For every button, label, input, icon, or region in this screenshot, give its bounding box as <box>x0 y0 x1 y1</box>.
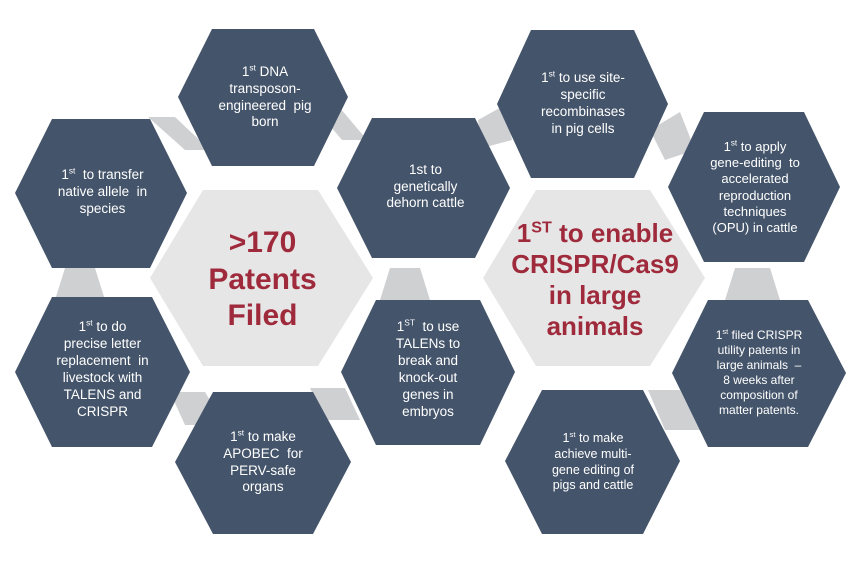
hexagon-dehorn <box>337 118 510 258</box>
hexagon-text-line: genetically <box>393 178 458 194</box>
hexagon-text-line: TALENs to <box>395 336 461 352</box>
hexagon-text-line: accelerated <box>721 171 789 187</box>
hexagon-text-line: CRISPR <box>76 403 128 419</box>
center-hexagon-right <box>483 190 705 366</box>
connector <box>648 390 700 430</box>
connector <box>55 268 105 300</box>
hexagon-text-line: 1ST to use <box>396 317 460 335</box>
hexagon-text-line: 1st to transfer <box>61 165 144 183</box>
crispr-line-3: in large <box>548 280 642 310</box>
hexagon-text-line: 1st to make <box>230 427 296 444</box>
hexagon-text-line: gene editing of <box>551 462 634 477</box>
connector <box>650 112 695 160</box>
crispr-line-2: CRISPR/Cas9 <box>511 248 679 279</box>
filed-word: Filed <box>227 299 298 333</box>
hexagon-crispr-utility <box>672 300 846 447</box>
hexagon-text-line: species <box>79 200 126 216</box>
hexagon-text-line: break and <box>397 353 459 369</box>
hexagon-text-line: genes in <box>402 386 454 402</box>
hexagon-text-line: reproduction <box>718 187 792 203</box>
hexagon-text-line: 1st filed CRISPR <box>715 327 803 342</box>
center-hexagon-left <box>150 190 373 366</box>
hexagon-text-line: 1st to make <box>562 430 624 446</box>
hexagon-text-line: specific <box>560 87 606 103</box>
hexagon-text-line: gene-editing to <box>710 155 800 170</box>
hexagon-text-line: (OPU) in cattle <box>712 220 798 235</box>
patents-count: >170 <box>228 226 297 260</box>
hexagon-recombinases <box>497 30 668 178</box>
hexagon-text-line: PERV-safe <box>230 462 296 478</box>
hexagon-apobec <box>175 392 351 534</box>
crispr-line-1: 1ST to enable <box>516 217 674 248</box>
hexagon-text-line: 1st to apply <box>723 138 787 154</box>
hexagon-text-line: transposon- <box>229 80 301 96</box>
center-left-label: >170 Patents Filed <box>190 205 335 355</box>
hexagon-opu <box>668 112 840 262</box>
hexagon-text-line: 1st DNA <box>241 62 289 79</box>
hexagon-text-line: native allele in <box>57 184 148 200</box>
hexagon-text-line: recombinases <box>540 104 626 119</box>
hexagon-text-line: born <box>251 114 279 130</box>
hexagon-text-line: dehorn cattle <box>386 195 465 211</box>
hexagon-text-line: achieve multi- <box>554 446 632 461</box>
hexagon-text-line: 1st to do <box>78 317 127 335</box>
hexagon-text-line: replacement in <box>56 353 149 369</box>
hexagon-text-line: large animals – <box>716 358 802 372</box>
hexagon-text-line: in pig cells <box>551 120 615 136</box>
patents-word: Patents <box>208 262 317 296</box>
hexagon-text-line: knock-out <box>398 370 458 385</box>
hexagon-precise-letter <box>15 297 190 447</box>
hexagon-text-line: engineered pig <box>218 97 312 113</box>
hexagon-text-line: composition of <box>720 388 798 402</box>
hexagon-multigene <box>505 390 680 534</box>
hexagon-text-line: TALENS and <box>63 386 142 402</box>
hexagon-text-line: embryos <box>402 403 454 419</box>
connector <box>725 268 780 300</box>
hexagon-text-line: 1st to use site- <box>541 68 625 86</box>
hexagon-dna-transposon <box>178 29 348 166</box>
hexagon-text-line: techniques <box>723 203 787 219</box>
center-right-label: 1ST to enable CRISPR/Cas9 in large anima… <box>500 205 690 355</box>
connector <box>380 268 430 300</box>
hexagon-text-line: utility patents in <box>717 343 801 357</box>
hexagon-text-line: 1st to <box>408 161 443 177</box>
hexagon-text-line: APOBEC for <box>223 445 303 461</box>
hexagon-talens <box>341 300 515 445</box>
hexagon-text-line: organs <box>242 479 284 495</box>
hexagon-text-line: livestock with <box>62 370 143 385</box>
hexagon-text-line: pigs and cattle <box>552 478 634 493</box>
hexagon-text-line: matter patents. <box>718 403 800 417</box>
hexagon-text-line: precise letter <box>63 336 142 352</box>
hexagon-text-line: 8 weeks after <box>723 373 795 387</box>
hexagon-native-allele <box>15 119 187 268</box>
connector <box>148 117 210 150</box>
crispr-line-4: animals <box>546 311 644 342</box>
